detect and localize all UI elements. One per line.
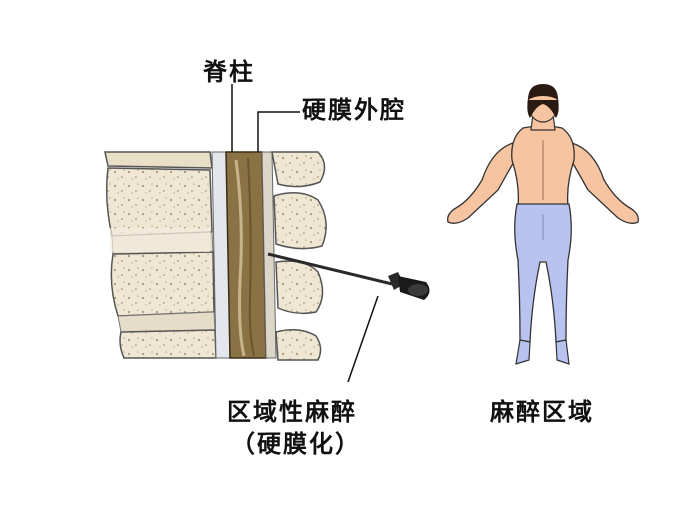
spinal-canal: [212, 152, 276, 358]
human-back-figure: [448, 84, 639, 364]
epidural-leader-line: [258, 112, 300, 152]
needle-leader-line: [348, 296, 378, 382]
spine-cross-section: [105, 152, 326, 360]
label-regional-anesthesia-sub: （硬膜化）: [231, 424, 361, 459]
disc-highlight: [110, 228, 210, 252]
label-anesthesia-area: 麻醉区域: [490, 392, 594, 427]
label-spine: 脊柱: [203, 52, 255, 87]
label-regional-anesthesia: 区域性麻醉: [227, 392, 357, 427]
vertebral-bodies: [105, 152, 216, 358]
label-epidural-space: 硬膜外腔: [302, 90, 406, 125]
